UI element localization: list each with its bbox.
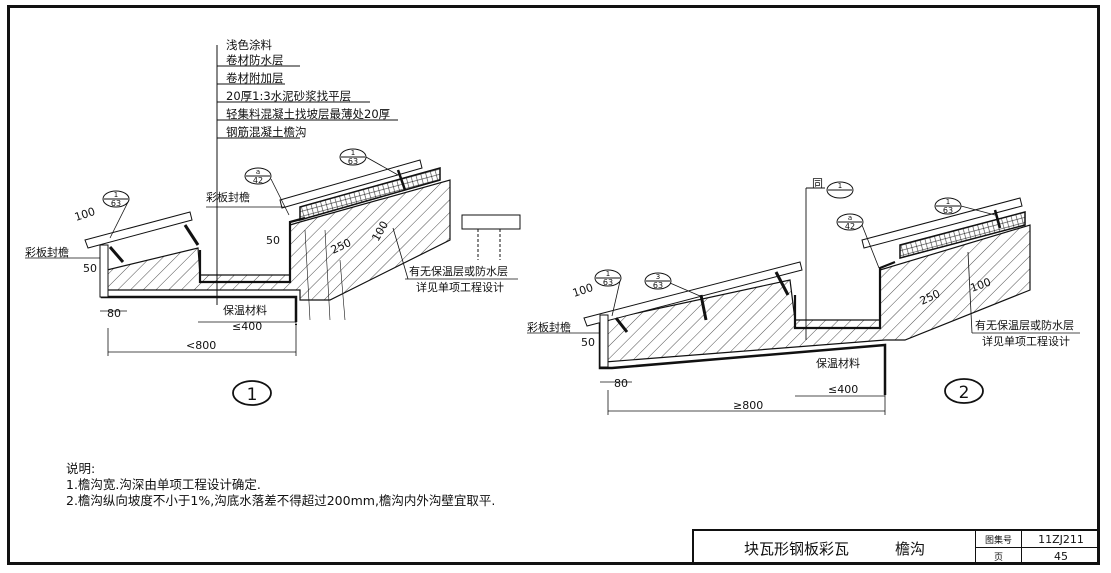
layer-callout-1 [216, 45, 398, 305]
layer-2: 卷材防水层 [226, 53, 284, 67]
ref-bubble-a-42: a 42 [244, 167, 290, 216]
detail-number-1: 1 [232, 380, 272, 406]
roof-panel-1b [279, 159, 423, 209]
svg-text:3: 3 [656, 273, 660, 281]
insulation-label-1: 保温材料 [223, 303, 267, 317]
page-value: 45 [1054, 550, 1068, 563]
fascia-label-left-1: 彩板封檐 [25, 245, 69, 259]
atlas-value: 11ZJ211 [1022, 531, 1100, 548]
detail-2: 同 1 a 42 1 63 1 63 3 [527, 177, 1080, 415]
drawing-title: 块瓦形钢板彩瓦 [743, 539, 849, 558]
note-label-2b: 详见单项工程设计 [982, 334, 1070, 348]
roof-panel-1a [84, 211, 193, 249]
dimensions-2: 100 50 80 250 100 ≤400 ≥800 [571, 275, 993, 412]
drawing-subtitle: 檐沟 [895, 539, 926, 558]
svg-text:50: 50 [83, 262, 97, 275]
layer-4: 20厚1:3水泥砂浆找平层 [226, 89, 351, 103]
svg-text:100: 100 [571, 281, 595, 300]
fascia-label-top-1: 彩板封檐 [206, 190, 250, 204]
svg-text:100: 100 [73, 205, 97, 224]
svg-text:63: 63 [943, 206, 953, 215]
ref-bubble-1-63-left: 1 63 [102, 190, 130, 239]
svg-text:≤400: ≤400 [232, 320, 262, 333]
fascia-label-left-2: 彩板封檐 [527, 320, 571, 334]
concrete-gutter-2 [604, 224, 1031, 363]
svg-text:a: a [848, 214, 852, 222]
svg-text:63: 63 [653, 281, 663, 290]
ref-bubble-a-42-2: a 42 [836, 213, 880, 269]
gutter-lining-1 [198, 216, 306, 284]
page-label: 页 [976, 548, 1022, 565]
note-item-2: 2.檐沟纵向坡度不小于1%,沟底水落差不得超过200mm,檐沟内外沟壁宜取平. [66, 493, 496, 508]
ref-bubble-same-1: 同 1 [812, 177, 854, 199]
notes-section: 说明: 1.檐沟宽.沟深由单项工程设计确定. 2.檐沟纵向坡度不小于1%,沟底水… [66, 461, 495, 509]
svg-text:1: 1 [351, 149, 355, 157]
svg-text:80: 80 [107, 307, 121, 320]
svg-text:1: 1 [247, 385, 258, 405]
note-label-1b: 详见单项工程设计 [416, 280, 504, 294]
svg-text:2: 2 [959, 383, 970, 403]
layer-3: 卷材附加层 [226, 71, 284, 85]
svg-text:同: 同 [812, 177, 823, 190]
roof-panel-2a [583, 261, 803, 327]
insulation-slope-1 [299, 167, 441, 221]
svg-text:63: 63 [111, 199, 121, 208]
notes-heading: 说明: [66, 461, 96, 476]
svg-text:≤400: ≤400 [828, 383, 858, 396]
svg-text:1: 1 [838, 182, 842, 190]
layer-1: 浅色涂料 [226, 38, 272, 52]
detail-number-2: 2 [944, 378, 984, 404]
svg-text:63: 63 [603, 278, 613, 287]
svg-text:50: 50 [581, 336, 595, 349]
title-block: 块瓦形钢板彩瓦 檐沟 图集号 11ZJ211 页 45 [692, 529, 1100, 565]
svg-text:80: 80 [614, 377, 628, 390]
layer-5: 轻集料混凝土找坡层最薄处20厚 [226, 107, 390, 121]
insulation-label-2: 保温材料 [816, 356, 860, 370]
note-label-2a: 有无保温层或防水层 [975, 318, 1074, 332]
title-cells: 图集号 11ZJ211 页 45 [975, 531, 1100, 565]
svg-text:1: 1 [606, 270, 610, 278]
note-label-1a: 有无保温层或防水层 [409, 264, 508, 278]
ref-bubble-3-63: 3 63 [644, 272, 701, 297]
roof-panel-2b [861, 197, 1023, 249]
ref-bubble-1-63-2left: 1 63 [594, 269, 622, 317]
title-main: 块瓦形钢板彩瓦 檐沟 [694, 531, 975, 565]
ref-bubble-1-63-right: 1 63 [339, 148, 399, 176]
ref-bubble-1-63-2right: 1 63 [934, 197, 996, 216]
atlas-label: 图集号 [976, 531, 1022, 548]
detail-1: 浅色涂料 卷材防水层 卷材附加层 20厚1:3水泥砂浆找平层 轻集料混凝土找坡层… [25, 38, 521, 406]
svg-text:1: 1 [114, 191, 118, 199]
svg-text:42: 42 [253, 176, 263, 185]
svg-text:50: 50 [266, 234, 280, 247]
svg-text:63: 63 [348, 157, 358, 166]
svg-text:a: a [256, 168, 260, 176]
layer-6: 钢筋混凝土檐沟 [226, 125, 307, 139]
svg-text:42: 42 [845, 222, 855, 231]
drawing-frame [7, 5, 1100, 565]
svg-text:1: 1 [946, 198, 950, 206]
note-item-1: 1.檐沟宽.沟深由单项工程设计确定. [66, 477, 261, 492]
gutter-lining-2 [793, 260, 896, 330]
insulation-slope-2 [899, 211, 1026, 259]
svg-text:≥800: ≥800 [733, 399, 763, 412]
svg-text:<800: <800 [186, 339, 216, 352]
